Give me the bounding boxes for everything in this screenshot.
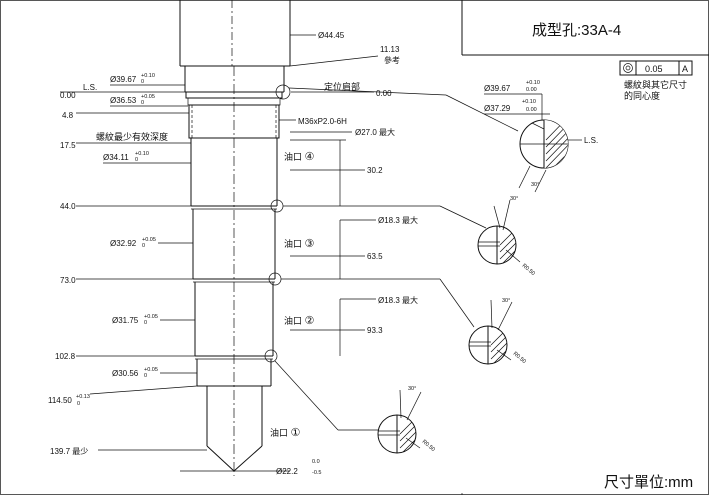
pos-17-5: 17.5 bbox=[60, 141, 76, 150]
oil-port-3-depth: 63.5 bbox=[367, 252, 383, 261]
detail-4: 30° R0.50 bbox=[377, 386, 436, 454]
ref-note: 參考 bbox=[384, 55, 400, 65]
dia-30-56-tol-lower: 0 bbox=[144, 373, 147, 379]
dia-22-2: Ø22.2 bbox=[276, 467, 298, 476]
unit-block: 尺寸單位:mm bbox=[461, 474, 693, 495]
oil-port-3-dia: Ø18.3 最大 bbox=[378, 215, 418, 225]
pos-73: 73.0 bbox=[60, 276, 76, 285]
dia-31-75-tol-lower: 0 bbox=[144, 320, 147, 326]
thread-depth-note: 螺紋最少有效深度 bbox=[96, 131, 168, 142]
oil-port-1: 油口 ① bbox=[270, 427, 301, 439]
pos-0: 0.00 bbox=[60, 91, 76, 100]
pos-114-50: 114.50 bbox=[48, 396, 72, 405]
tolerance-frame: 0.05 A 螺紋與其它尺寸 的同心度 bbox=[619, 60, 693, 101]
dia-39-67-tol-lower: 0 bbox=[141, 79, 144, 85]
pos-44: 44.0 bbox=[60, 202, 76, 211]
oil-port-4: 油口 ④ Ø27.0 最大 30.2 bbox=[284, 127, 395, 206]
dia-30-56: Ø30.56 bbox=[112, 369, 139, 378]
locating-shoulder: 定位肩部 bbox=[324, 81, 360, 92]
dia-34-11-tol-lower: 0 bbox=[135, 157, 138, 163]
detail-markers bbox=[264, 84, 519, 431]
oil-port-3-label: 油口 ③ bbox=[284, 238, 315, 250]
dia-32-92-tol-upper: +0.05 bbox=[142, 237, 156, 243]
oil-port-2-depth: 93.3 bbox=[367, 326, 383, 335]
dia-39-67-tol-upper: +0.10 bbox=[141, 73, 155, 79]
oil-port-4-dia: Ø27.0 最大 bbox=[355, 127, 395, 137]
detail-3: 30° R0.50 bbox=[468, 298, 527, 365]
position-labels: L.S. 0.00 4.8 17.5 44.0 73.0 102.8 114.5… bbox=[48, 83, 207, 456]
dia-22-2-callout: Ø22.2 0.0 -0.5 bbox=[180, 459, 321, 476]
oil-port-2-label: 油口 ② bbox=[284, 315, 315, 327]
title-block: 成型孔:33A-4 bbox=[461, 0, 709, 56]
tolerance-value: 0.05 bbox=[645, 64, 663, 74]
dia-30-56-tol-upper: +0.05 bbox=[144, 367, 158, 373]
locating-value: 0.00 bbox=[376, 89, 392, 98]
detail-top-d1-tol-lower: 0.00 bbox=[526, 87, 537, 93]
concentricity-note-1: 螺紋與其它尺寸 bbox=[624, 79, 687, 90]
dia-22-2-tol-upper: 0.0 bbox=[312, 459, 320, 465]
pos-114-tol-lower: 0 bbox=[77, 401, 80, 407]
detail-top: Ø39.67 +0.10 0.00 Ø37.29 +0.10 0.00 L.S.… bbox=[484, 80, 598, 193]
dia-36-53: Ø36.53 bbox=[110, 96, 137, 105]
detail-top-angle: 30° bbox=[531, 182, 539, 188]
dia-22-2-tol-lower: -0.5 bbox=[312, 470, 321, 476]
dia-31-75: Ø31.75 bbox=[112, 316, 139, 325]
detail-top-d1: Ø39.67 bbox=[484, 84, 511, 93]
diameter-labels-left: Ø39.67 +0.10 0 Ø36.53 +0.05 0 螺紋最少有效深度 Ø… bbox=[96, 73, 197, 379]
dia-36-53-tol-upper: +0.05 bbox=[141, 94, 155, 100]
pos-114-tol-upper: +0.13 bbox=[76, 394, 90, 400]
detail-4-radius: R0.50 bbox=[421, 439, 436, 453]
oil-port-4-label: 油口 ④ bbox=[284, 151, 315, 163]
pos-4-8: 4.8 bbox=[62, 111, 74, 120]
dia-32-92: Ø32.92 bbox=[110, 239, 137, 248]
dia-36-53-tol-lower: 0 bbox=[141, 100, 144, 106]
oil-port-3: 油口 ③ Ø18.3 最大 63.5 bbox=[284, 215, 418, 279]
detail-top-d1-tol-upper: +0.10 bbox=[526, 80, 540, 86]
detail-2-angle: 30° bbox=[510, 196, 518, 202]
thread-spec: M36xP2.0-6H bbox=[298, 117, 347, 126]
concentricity-icon bbox=[623, 63, 633, 73]
detail-2-radius: R0.50 bbox=[521, 263, 536, 277]
dia-34-11-tol-upper: +0.10 bbox=[135, 151, 149, 157]
concentricity-note-2: 的同心度 bbox=[624, 90, 660, 101]
ls-label: L.S. bbox=[83, 83, 97, 92]
oil-port-4-depth: 30.2 bbox=[367, 166, 383, 175]
detail-top-d2: Ø37.29 bbox=[484, 104, 511, 113]
oil-port-2: 油口 ② Ø18.3 最大 93.3 bbox=[284, 295, 418, 356]
detail-4-angle: 30° bbox=[408, 386, 416, 392]
top-dimensions: Ø44.45 11.13 參考 定位肩部 0.00 M36xP2.0-6H bbox=[279, 31, 400, 126]
dia-39-67: Ø39.67 bbox=[110, 75, 137, 84]
detail-2: 30° R0.50 bbox=[477, 196, 536, 277]
unit-note: 尺寸單位:mm bbox=[604, 474, 693, 491]
oil-port-2-dia: Ø18.3 最大 bbox=[378, 295, 418, 305]
dia-32-92-tol-lower: 0 bbox=[142, 243, 145, 249]
datum-letter: A bbox=[682, 64, 688, 74]
ref-11-13: 11.13 bbox=[380, 45, 400, 54]
detail-top-d2-tol-upper: +0.10 bbox=[522, 99, 536, 105]
detail-top-d2-tol-lower: 0.00 bbox=[526, 107, 537, 113]
title-text: 成型孔:33A-4 bbox=[532, 22, 621, 39]
pos-139-7: 139.7 最少 bbox=[50, 447, 88, 456]
oil-port-1-label: 油口 ① bbox=[270, 427, 301, 439]
detail-top-ls: L.S. bbox=[584, 136, 598, 145]
dia-31-75-tol-upper: +0.05 bbox=[144, 314, 158, 320]
detail-3-angle: 30° bbox=[502, 298, 510, 304]
cavity-profile bbox=[179, 0, 291, 476]
dia-44-45: Ø44.45 bbox=[318, 31, 345, 40]
pos-102-8: 102.8 bbox=[55, 352, 76, 361]
detail-3-radius: R0.50 bbox=[512, 351, 527, 365]
dia-34-11: Ø34.11 bbox=[103, 153, 129, 162]
